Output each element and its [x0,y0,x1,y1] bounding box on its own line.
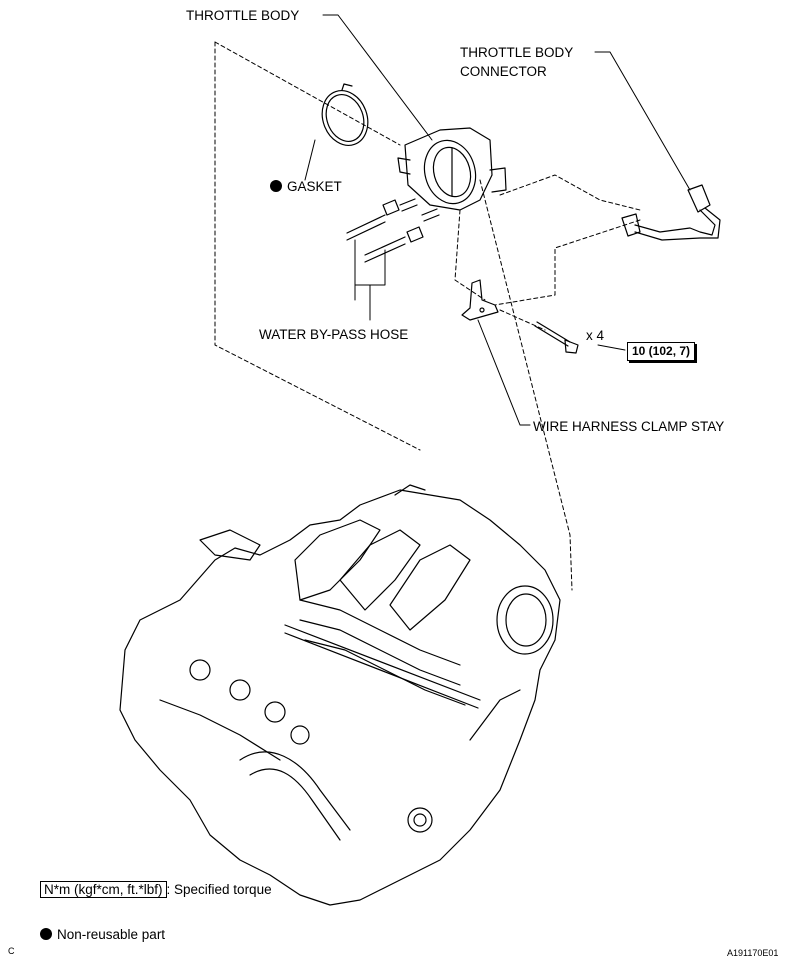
non-reusable-legend: Non-reusable part [40,927,165,942]
throttle-body-connector-shape [621,184,721,241]
gasket-label: GASKET [270,179,342,194]
wire-harness-clamp-stay-label: WIRE HARNESS CLAMP STAY [533,419,725,434]
torque-legend-unit-box: N*m (kgf*cm, ft.*lbf) [40,881,167,898]
bolt-shape [534,321,579,354]
assembly-guide-lines [214,41,641,591]
wire-harness-clamp-stay-shape [461,279,499,321]
gasket-shape [321,83,369,146]
torque-spec-box: 10 (102, 7) [627,342,696,361]
throttle-body-label: THROTTLE BODY [186,8,300,23]
figure-id: A191170E01 [727,948,779,958]
engine-assembly-shape [119,484,561,906]
leader-lines [304,14,691,426]
non-reusable-legend-text: Non-reusable part [57,927,166,942]
throttle-body-connector-label-line2: CONNECTOR [460,64,547,79]
torque-legend-desc: : Specified torque [166,882,272,897]
torque-legend: N*m (kgf*cm, ft.*lbf): Specified torque [40,881,272,898]
corner-code: C [8,946,15,956]
water-bypass-hose-label: WATER BY-PASS HOSE [259,327,409,342]
non-reusable-dot-icon [270,180,282,192]
throttle-body-connector-label-line1: THROTTLE BODY [460,45,574,60]
gasket-label-text: GASKET [287,179,342,194]
non-reusable-legend-dot-icon [40,928,52,940]
water-bypass-hose-shapes [346,198,440,263]
bolt-quantity-label: x 4 [586,328,605,343]
throttle-body-shape [397,127,507,211]
